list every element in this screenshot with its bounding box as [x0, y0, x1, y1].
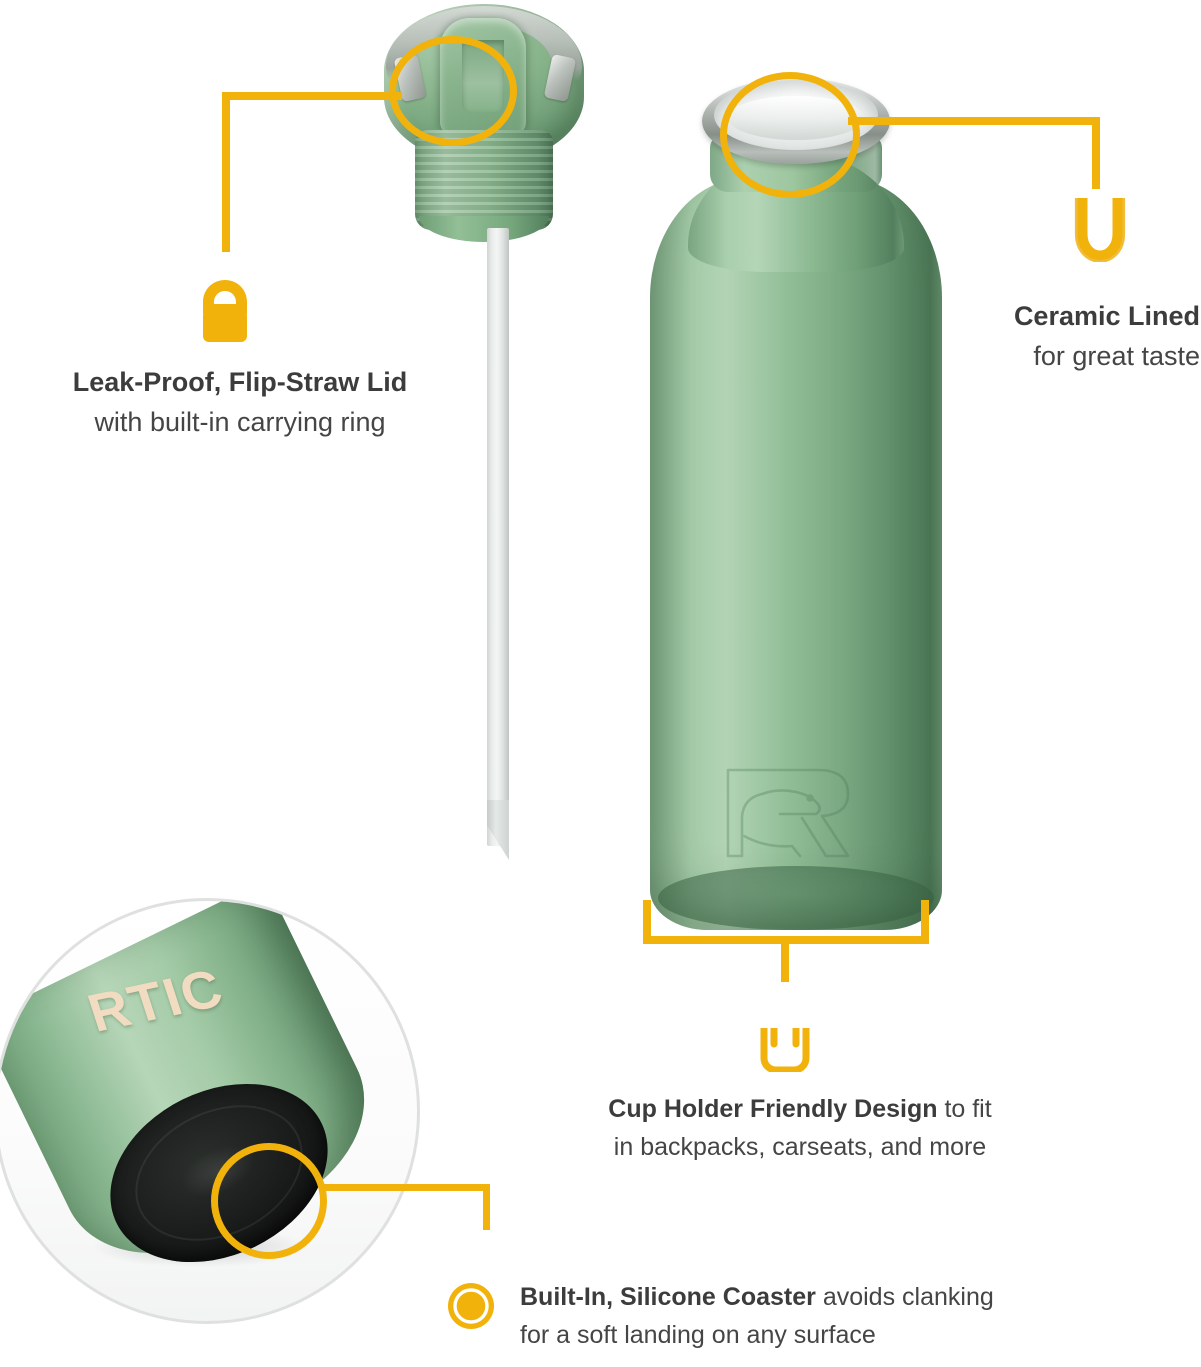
lid-collar-base	[419, 216, 549, 242]
bottle-base	[658, 866, 934, 930]
highlight-circle-lid	[389, 36, 517, 146]
callout-cupholder-title: Cup Holder Friendly Design	[608, 1095, 938, 1123]
connector-cupholder-vertical	[781, 936, 789, 982]
measure-bracket-right-tick	[921, 900, 929, 944]
callout-cupholder-line1: Cup Holder Friendly Design to fit	[540, 1090, 1060, 1128]
highlight-circle-coaster	[211, 1143, 327, 1259]
straw-shaft	[487, 228, 509, 846]
straw-angled-tip	[487, 800, 509, 860]
rtic-bear-logo-emboss	[726, 768, 850, 858]
lid-threaded-collar	[415, 130, 553, 230]
callout-caption-ceramic: Ceramic Lined for great taste	[860, 296, 1201, 376]
callout-cupholder-subtitle: in backpacks, carseats, and more	[613, 1133, 987, 1161]
connector-coaster-horizontal	[322, 1184, 490, 1191]
connector-lid-horizontal	[222, 92, 402, 100]
highlight-circle-ceramic	[720, 72, 860, 198]
measure-bracket-left-tick	[643, 900, 651, 944]
callout-lid-title: Leak-Proof, Flip-Straw Lid	[72, 367, 408, 397]
callout-caption-cupholder: Cup Holder Friendly Design to fit in bac…	[540, 1090, 1060, 1166]
callout-caption-lid: Leak-Proof, Flip-Straw Lid with built-in…	[20, 362, 460, 442]
callout-coaster-line1: Built-In, Silicone Coaster avoids clanki…	[520, 1278, 1140, 1316]
coaster-ring-icon	[448, 1283, 494, 1329]
callout-ceramic-subtitle: for great taste	[1033, 341, 1200, 371]
callout-coaster-title-tail: avoids clanking	[815, 1283, 994, 1311]
callout-coaster-subtitle: for a soft landing on any surface	[520, 1321, 876, 1349]
connector-ceramic-horizontal	[848, 117, 1100, 125]
connector-ceramic-vertical	[1092, 117, 1100, 189]
callout-cupholder-title-tail: to fit	[937, 1095, 992, 1123]
cup-holder-icon	[760, 1028, 810, 1072]
connector-lid-vertical	[222, 92, 230, 252]
bottle-body	[650, 178, 942, 930]
callout-lid-subtitle: with built-in carrying ring	[94, 407, 386, 437]
callout-caption-coaster: Built-In, Silicone Coaster avoids clanki…	[520, 1278, 1140, 1354]
lock-icon	[203, 280, 247, 342]
callout-ceramic-title: Ceramic Lined	[1013, 301, 1200, 331]
u-cup-outline-icon	[1074, 198, 1126, 262]
bottle-bottom-closeup-photo: RTIC	[0, 898, 420, 1324]
callout-coaster-title: Built-In, Silicone Coaster	[520, 1283, 816, 1311]
connector-coaster-vertical	[483, 1184, 490, 1230]
